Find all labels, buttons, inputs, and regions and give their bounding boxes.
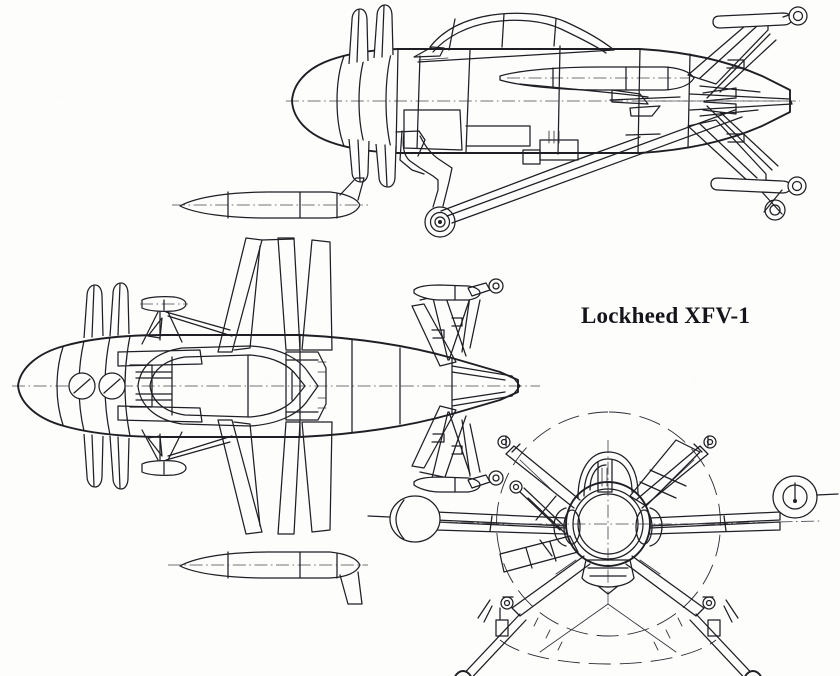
drawing-caption: Lockheed XFV-1	[581, 303, 751, 328]
front-view	[367, 411, 839, 676]
side-view	[286, 4, 808, 238]
plan-view	[12, 177, 567, 605]
